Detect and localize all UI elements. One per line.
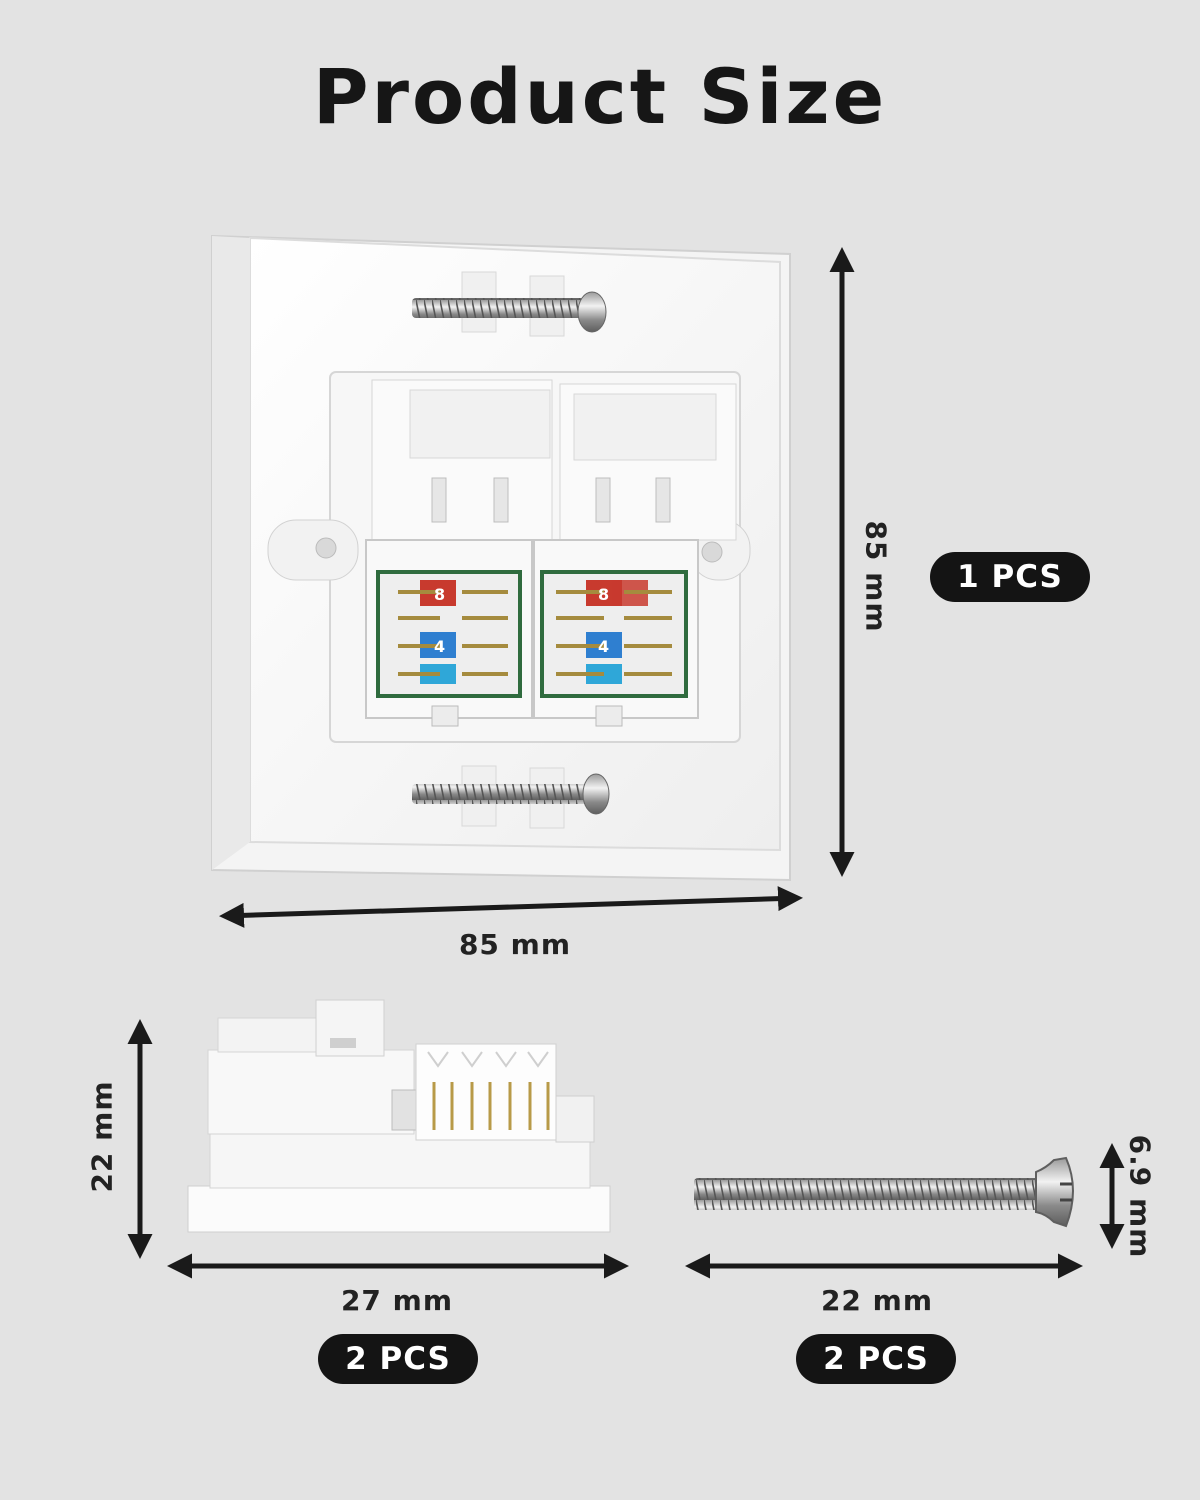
left-port-label-4: 4	[434, 637, 445, 656]
screw-diameter-label: 6.9 mm	[1123, 1134, 1157, 1259]
screw-image	[694, 1156, 1074, 1228]
faceplate-quantity-badge: 1 PCS	[930, 552, 1090, 602]
faceplate-bottom-screw	[412, 765, 610, 829]
faceplate-height-label: 85 mm	[859, 520, 893, 633]
screw-length-label: 22 mm	[820, 1284, 934, 1317]
faceplate-width-label: 85 mm	[458, 928, 572, 961]
keystone-image	[187, 999, 611, 1233]
faceplate-image: 8 4 8 4	[211, 234, 791, 882]
screw-quantity-badge: 2 PCS	[796, 1334, 956, 1384]
left-port-label-8: 8	[434, 585, 445, 604]
right-port-label-4: 4	[598, 637, 609, 656]
keystone-quantity-badge: 2 PCS	[318, 1334, 478, 1384]
keystone-height-label: 22 mm	[85, 1080, 119, 1193]
left-terminal-block	[365, 539, 533, 727]
page-title: Product Size	[312, 52, 888, 141]
keystone-width-label: 27 mm	[340, 1284, 454, 1317]
faceplate-width-arrow	[219, 886, 803, 928]
right-port-label-8: 8	[598, 585, 609, 604]
faceplate-top-screw	[412, 271, 607, 337]
right-terminal-block	[533, 539, 699, 727]
